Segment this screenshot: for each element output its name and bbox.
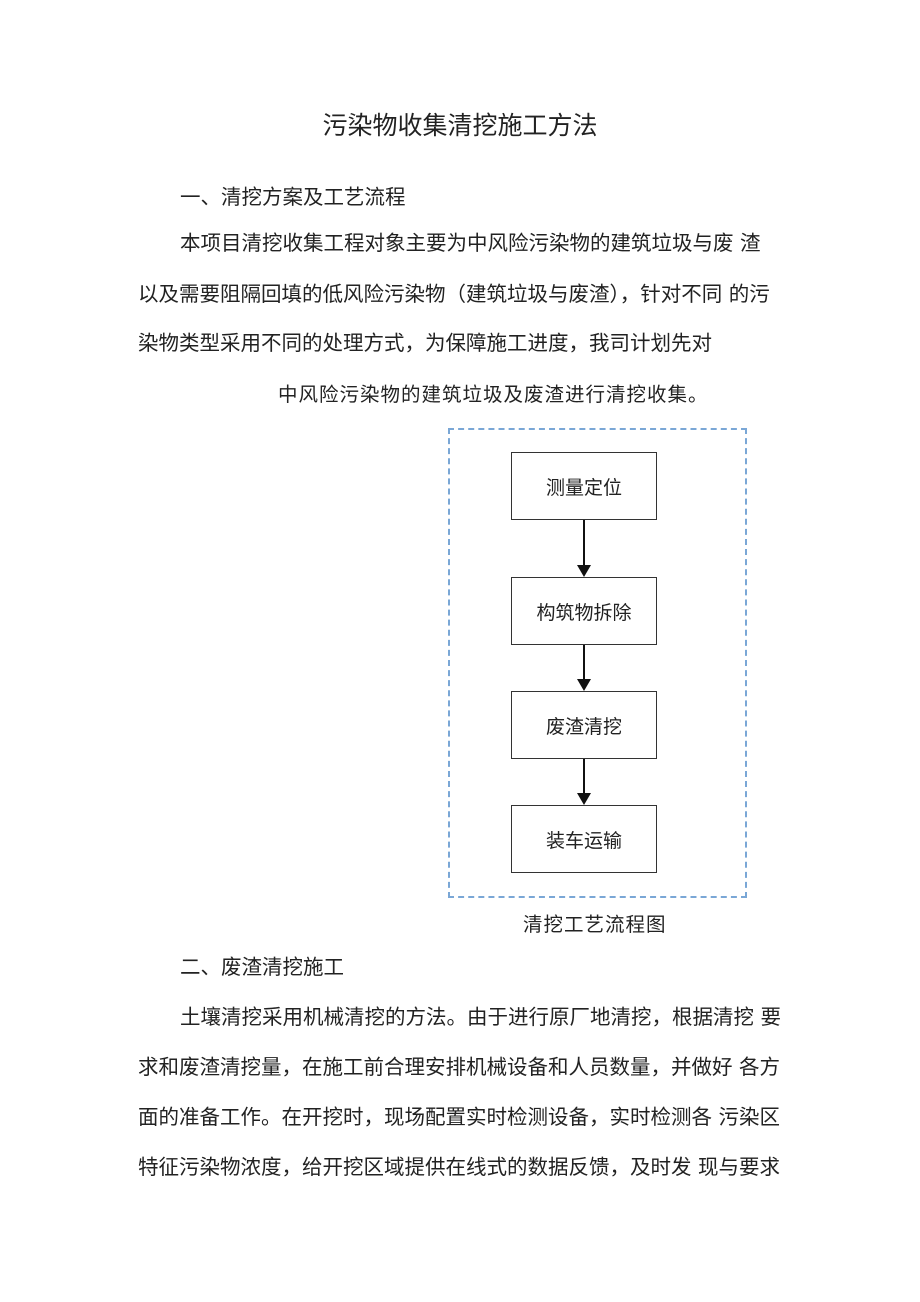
section-heading-2: 二、废渣清挖施工 [180,955,344,979]
arrow-down-icon [577,645,591,691]
paragraph-line: 本项目清挖收集工程对象主要为中风险污染物的建筑垃圾与废 渣 [180,231,761,255]
paragraph-line: 土壤清挖采用机械清挖的方法。由于进行原厂地清挖，根据清挖 要 [180,1005,782,1029]
section-heading-1: 一、清挖方案及工艺流程 [180,185,406,209]
flowchart-step: 测量定位 [511,452,657,520]
document-title: 污染物收集清挖施工方法 [322,111,598,140]
paragraph-line: 求和废渣清挖量，在施工前合理安排机械设备和人员数量，并做好 各方 [138,1055,781,1079]
paragraph-line: 以及需要阻隔回填的低风险污染物（建筑垃圾与废渣），针对不同 的污 [138,282,770,306]
paragraph-line: 中风险污染物的建筑垃圾及废渣进行清挖收集。 [278,383,709,406]
flowchart-caption: 清挖工艺流程图 [523,913,667,936]
arrow-down-icon [577,520,591,577]
flowchart-step: 构筑物拆除 [511,577,657,645]
paragraph-line: 染物类型采用不同的处理方式，为保障施工进度，我司计划先对 [138,331,712,355]
paragraph-line: 特征污染物浓度，给开挖区域提供在线式的数据反馈，及时发 现与要求 [138,1155,781,1179]
flowchart-step: 废渣清挖 [511,691,657,759]
arrow-down-icon [577,759,591,805]
flowchart-frame [448,428,747,898]
paragraph-line: 面的准备工作。在开挖时，现场配置实时检测设备，实时检测各 污染区 [138,1105,781,1129]
flowchart-step: 装车运输 [511,805,657,873]
